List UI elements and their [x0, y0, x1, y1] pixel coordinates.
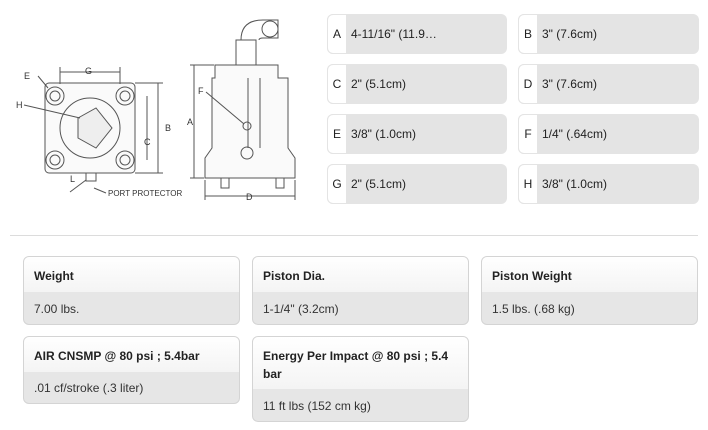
spec-label: AIR CNSMP @ 80 psi ; 5.4bar — [24, 337, 239, 372]
dimension-row-g: G 2" (5.1cm) — [327, 164, 507, 204]
label-d: D — [246, 192, 253, 202]
dimension-row-e: E 3/8" (1.0cm) — [327, 114, 507, 154]
dimension-letter: D — [518, 64, 538, 104]
dimension-letter: E — [327, 114, 347, 154]
label-b: B — [165, 123, 171, 133]
dimension-row-h: H 3/8" (1.0cm) — [518, 164, 699, 204]
dimension-letter: A — [327, 14, 347, 54]
dimension-value: 4-11/16" (11.9… — [351, 27, 437, 41]
spec-value: 11 ft lbs (152 cm kg) — [263, 399, 371, 413]
dimension-diagram: G E H B C L PORT PROTECTOR A D F — [16, 19, 296, 202]
dimension-row-d: D 3" (7.6cm) — [518, 64, 699, 104]
dimension-value: 1/4" (.64cm) — [542, 127, 607, 141]
dimension-letter: B — [518, 14, 538, 54]
label-f: F — [198, 86, 204, 96]
dimension-row-a: A 4-11/16" (11.9… — [327, 14, 507, 54]
spec-card-piston-dia: Piston Dia. 1-1/4" (3.2cm) — [252, 256, 469, 325]
spec-label: Energy Per Impact @ 80 psi ; 5.4 bar — [253, 337, 468, 389]
dimension-row-f: F 1/4" (.64cm) — [518, 114, 699, 154]
dimension-letter: G — [327, 164, 347, 204]
label-a: A — [187, 117, 193, 127]
spec-card-energy-per-impact: Energy Per Impact @ 80 psi ; 5.4 bar 11 … — [252, 336, 469, 422]
dimension-row-b: B 3" (7.6cm) — [518, 14, 699, 54]
dimension-value: 2" (5.1cm) — [351, 177, 406, 191]
spec-label: Piston Dia. — [253, 257, 468, 292]
dimension-value: 3/8" (1.0cm) — [351, 127, 416, 141]
label-g: G — [85, 66, 92, 76]
spec-value: 7.00 lbs. — [34, 302, 80, 316]
section-divider — [10, 235, 698, 236]
dimension-value: 3/8" (1.0cm) — [542, 177, 607, 191]
spec-value: 1.5 lbs. (.68 kg) — [492, 302, 575, 316]
dimension-value: 2" (5.1cm) — [351, 77, 406, 91]
dimension-letter: C — [327, 64, 347, 104]
spec-card-air-consumption: AIR CNSMP @ 80 psi ; 5.4bar .01 cf/strok… — [23, 336, 240, 404]
spec-value: .01 cf/stroke (.3 liter) — [34, 381, 144, 395]
spec-value: 1-1/4" (3.2cm) — [263, 302, 339, 316]
spec-card-piston-weight: Piston Weight 1.5 lbs. (.68 kg) — [481, 256, 698, 325]
label-port-protector: PORT PROTECTOR — [108, 189, 182, 198]
dimension-value: 3" (7.6cm) — [542, 27, 597, 41]
dimension-row-c: C 2" (5.1cm) — [327, 64, 507, 104]
dimension-letter: H — [518, 164, 538, 204]
side-view — [190, 19, 296, 200]
spec-card-weight: Weight 7.00 lbs. — [23, 256, 240, 325]
label-l: L — [70, 174, 75, 184]
dimension-letter: F — [518, 114, 538, 154]
dimension-value: 3" (7.6cm) — [542, 77, 597, 91]
label-e: E — [24, 71, 30, 81]
label-h: H — [16, 100, 23, 110]
spec-label: Weight — [24, 257, 239, 292]
front-view — [23, 67, 163, 194]
label-c: C — [144, 137, 151, 147]
spec-label: Piston Weight — [482, 257, 697, 292]
